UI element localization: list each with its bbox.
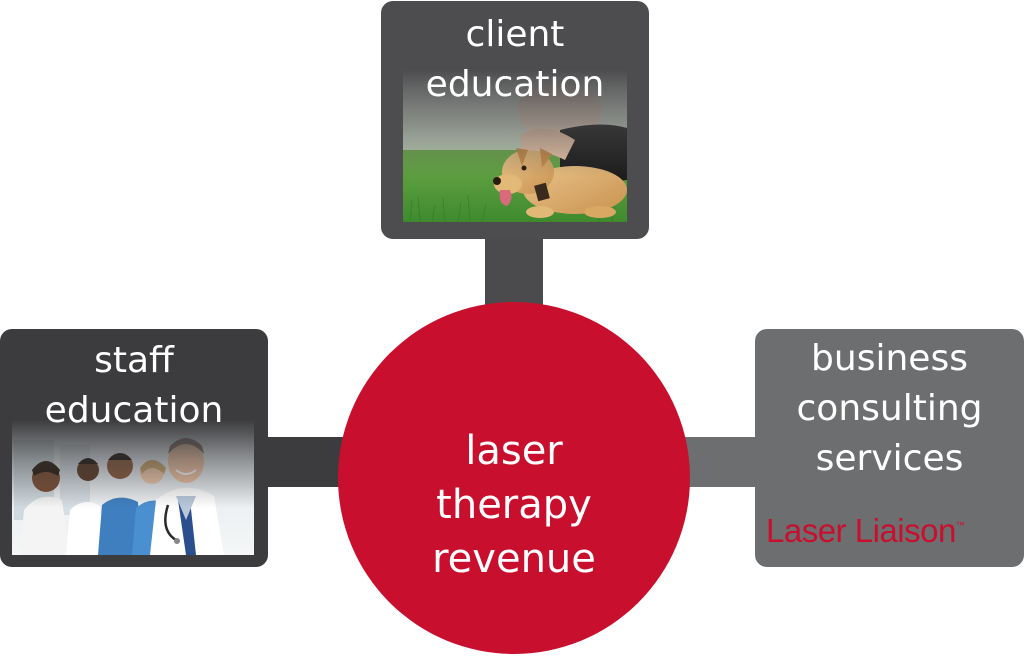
business-consulting-label: business consulting services xyxy=(796,338,983,479)
client-education-label: client education xyxy=(425,14,605,105)
client-photo xyxy=(403,70,627,222)
center-circle-label: laser therapy revenue xyxy=(432,428,596,582)
laser-liaison-logo: Laser Liaison™ xyxy=(766,512,965,550)
logo-area xyxy=(764,497,1016,559)
staff-education-label: staff education xyxy=(44,340,224,431)
center-circle xyxy=(338,302,690,654)
trademark-mark: ™ xyxy=(955,520,965,530)
staff-photo xyxy=(12,420,254,555)
laser-liaison-logo-text: Laser Liaison xyxy=(766,512,956,549)
